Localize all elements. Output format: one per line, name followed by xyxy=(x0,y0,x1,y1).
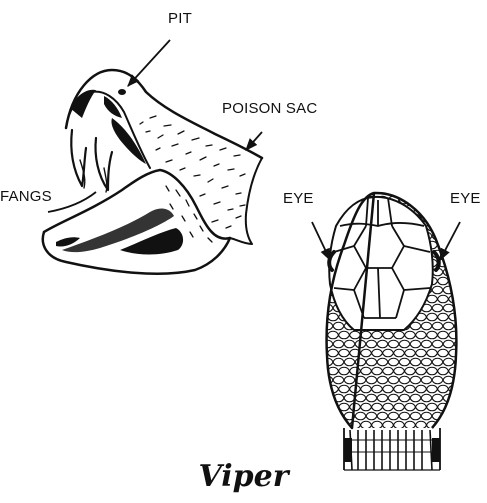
fang-front xyxy=(71,130,86,186)
crown-shields xyxy=(329,197,433,330)
label-fangs: FANGS xyxy=(0,188,52,205)
label-poison-sac: POISON SAC xyxy=(222,100,317,117)
eye-right-arrow xyxy=(440,222,460,260)
pit-icon xyxy=(118,89,126,95)
label-eye-left: EYE xyxy=(283,190,314,207)
poison-sac-arrow xyxy=(246,132,262,150)
eye-left-arrow xyxy=(312,222,330,260)
top-head xyxy=(311,193,482,470)
label-pit: PIT xyxy=(168,10,192,27)
caption-title: Viper xyxy=(0,459,487,494)
fang-rear xyxy=(96,138,113,190)
pit-arrow xyxy=(128,40,170,86)
neck-outline xyxy=(230,158,262,244)
label-eye-right: EYE xyxy=(450,190,481,207)
